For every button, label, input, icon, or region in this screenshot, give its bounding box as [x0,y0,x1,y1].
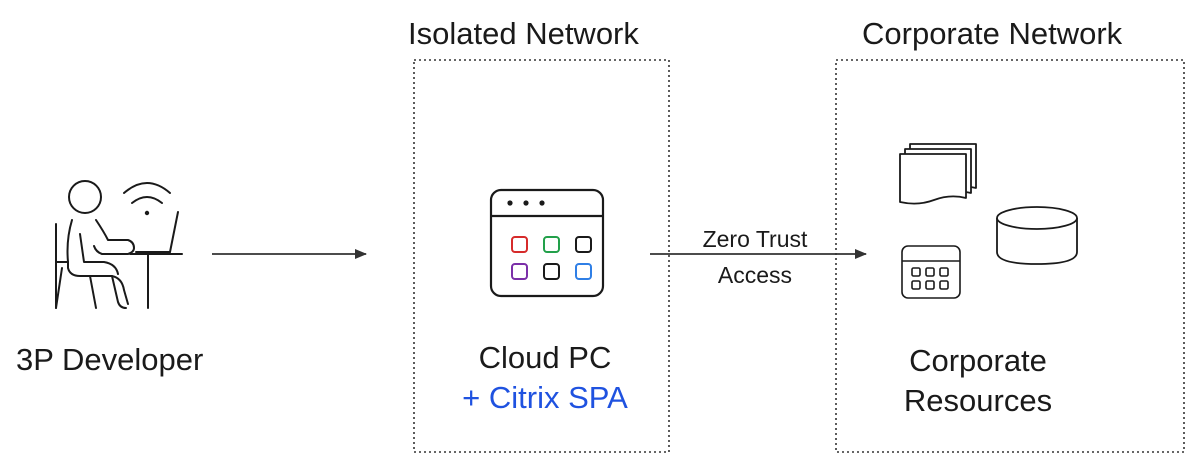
isolated-network-boundary [413,59,670,453]
documents-stack-icon [899,143,977,205]
app-tile-purple [511,263,528,280]
calendar-app-icon [901,245,961,299]
corporate-resources-label-group: Corporate Resources [838,341,1118,421]
database-icon [996,206,1078,265]
cloud-pc-label: Cloud PC [478,340,612,375]
isolated-network-title: Isolated Network [408,16,639,51]
corporate-network-title: Corporate Network [862,16,1123,51]
app-tile-black-1 [575,236,592,253]
app-tile-green [543,236,560,253]
app-tile-blue [575,263,592,280]
app-tile-red [511,236,528,253]
citrix-spa-label: + Citrix SPA [462,380,628,415]
cloud-pc-label-group: Cloud PC + Citrix SPA [420,342,670,422]
access-label: Access [717,262,793,288]
developer-label: 3P Developer [16,342,204,377]
app-tile-black-2 [543,263,560,280]
app-window-grid-icon [489,188,605,298]
corporate-resources-label: Corporate Resources [903,343,1053,418]
zero-trust-label-group: Zero Trust Access [660,228,850,288]
zero-trust-label: Zero Trust [702,226,808,252]
developer-at-laptop-icon [55,180,183,309]
